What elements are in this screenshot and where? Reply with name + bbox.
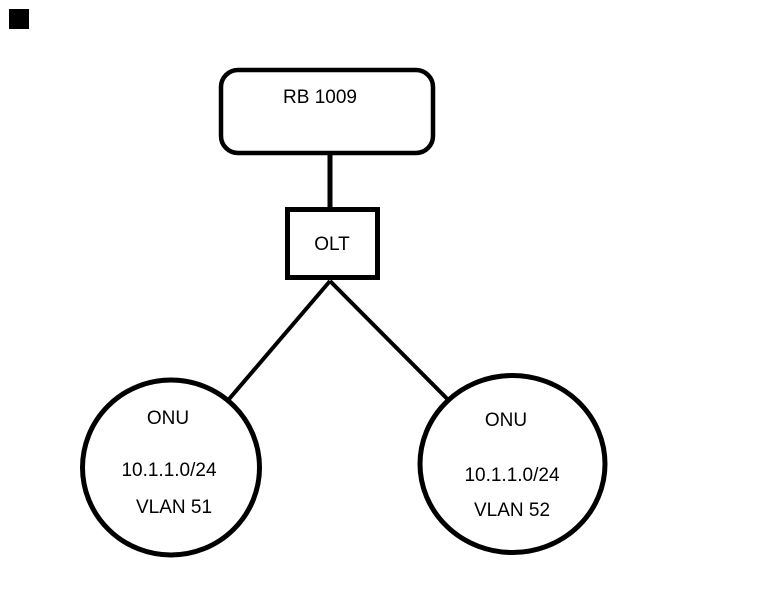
onu-left-subnet: 10.1.1.0/24 <box>121 460 217 481</box>
onu-right-node-shape <box>417 373 608 555</box>
onu-left-name: ONU <box>147 408 189 429</box>
onu-right-name: ONU <box>485 410 527 431</box>
router-label: RB 1009 <box>283 87 357 108</box>
onu-left-node-shape <box>80 377 262 558</box>
selection-artifact-square <box>9 9 29 29</box>
router-node-shape <box>218 67 436 156</box>
olt-node-shape <box>285 207 380 280</box>
onu-right-vlan: VLAN 52 <box>474 500 550 521</box>
onu-right-subnet: 10.1.1.0/24 <box>464 465 560 486</box>
onu-left-vlan: VLAN 51 <box>136 497 212 518</box>
olt-label: OLT <box>314 234 350 255</box>
